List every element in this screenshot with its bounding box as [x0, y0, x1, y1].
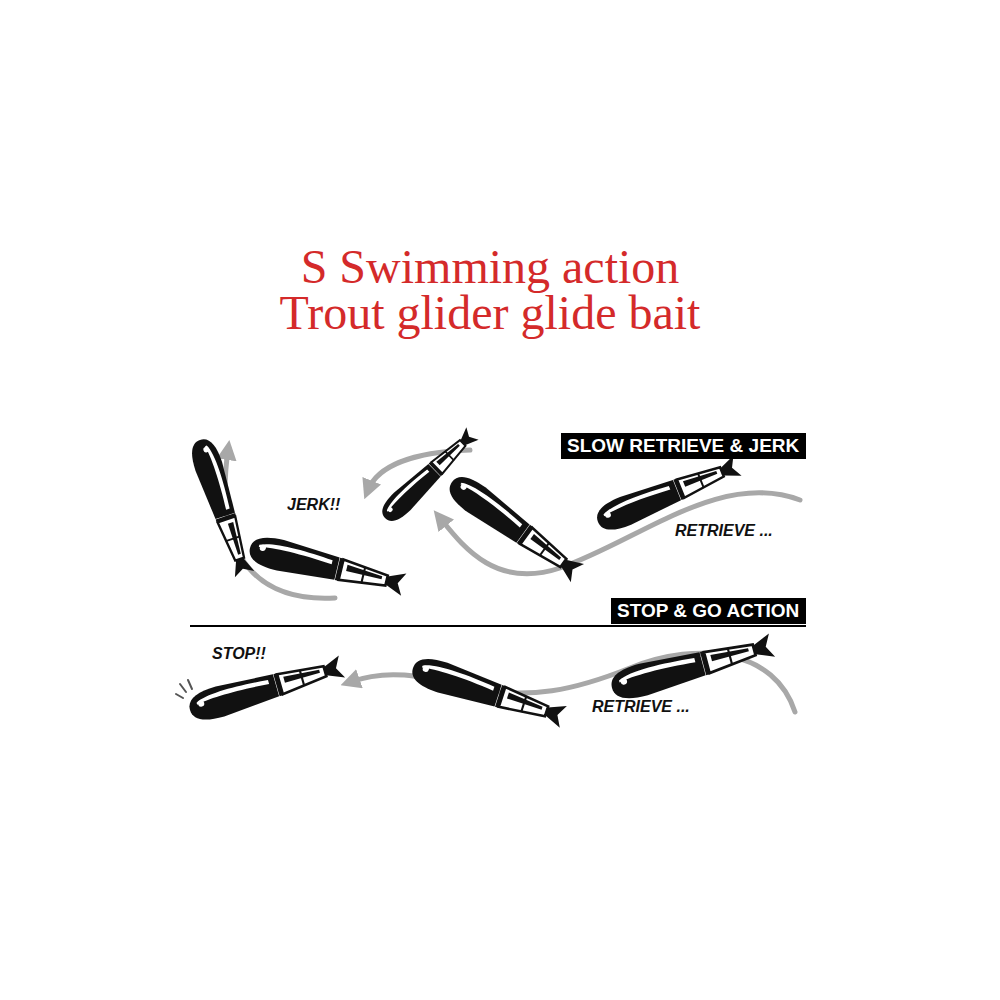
lure [377, 425, 481, 527]
lure [246, 533, 407, 600]
divider-line [190, 625, 806, 627]
lure [186, 651, 347, 725]
action-label: RETRIEVE ... [675, 521, 773, 541]
title: S Swimming action Trout glider glide bai… [265, 244, 715, 336]
stop-marks [176, 680, 192, 698]
band-text: SLOW RETRIEVE & JERK [567, 433, 800, 459]
lure [608, 629, 776, 703]
action-label: RETRIEVE ... [592, 697, 690, 717]
lure [443, 470, 586, 586]
action-label: JERK!! [287, 495, 340, 515]
title-band: SLOW RETRIEVE & JERK [561, 433, 806, 459]
band-text: STOP & GO ACTION [617, 598, 800, 624]
lure [408, 653, 568, 732]
title-band: STOP & GO ACTION [611, 598, 806, 624]
lure [187, 436, 258, 579]
action-label: STOP!! [212, 644, 266, 664]
